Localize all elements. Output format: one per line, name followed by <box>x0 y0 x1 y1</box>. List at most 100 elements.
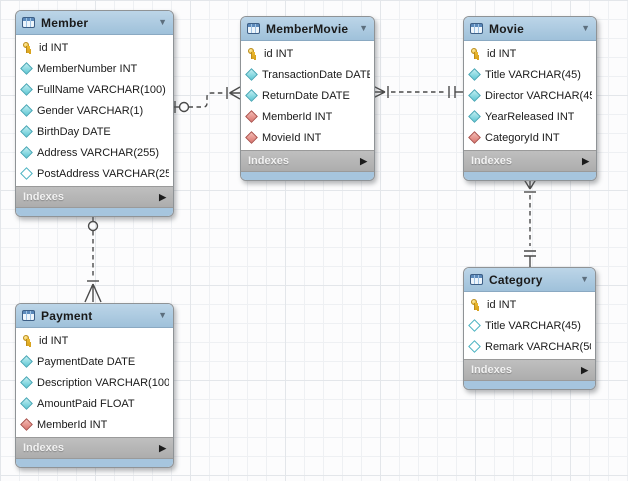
diamond-icon <box>245 89 258 102</box>
field-label: BirthDay DATE <box>37 125 111 138</box>
table-icon <box>247 23 260 34</box>
relationship-member-payment[interactable] <box>84 212 102 303</box>
indexes-label: Indexes <box>471 364 512 376</box>
table-member-header[interactable]: Member ▼ <box>16 11 173 35</box>
field-row[interactable]: CategoryId INT <box>464 127 596 148</box>
field-row[interactable]: MovieId INT <box>241 127 374 148</box>
field-label: MemberId INT <box>262 110 333 123</box>
field-row[interactable]: TransactionDate DATE <box>241 64 374 85</box>
diamond-icon <box>468 110 481 123</box>
table-title: MemberMovie <box>266 21 349 36</box>
diamond-red-icon <box>20 418 33 431</box>
table-title: Movie <box>489 21 525 36</box>
diamond-icon <box>20 104 33 117</box>
expand-arrow-icon[interactable]: ▶ <box>159 191 166 202</box>
key-icon <box>470 298 481 311</box>
field-label: PostAddress VARCHAR(255) <box>37 167 169 180</box>
field-label: MemberNumber INT <box>37 62 138 75</box>
key-icon <box>22 334 33 347</box>
field-row[interactable]: id INT <box>464 294 595 315</box>
collapse-arrow-icon[interactable]: ▼ <box>158 17 167 27</box>
field-row[interactable]: AmountPaid FLOAT <box>16 393 173 414</box>
table-icon <box>22 310 35 321</box>
field-row[interactable]: id INT <box>464 43 596 64</box>
field-row[interactable]: Remark VARCHAR(500) <box>464 336 595 357</box>
table-bottom-strip <box>464 172 596 180</box>
indexes-label: Indexes <box>23 442 64 454</box>
field-row[interactable]: Director VARCHAR(45) <box>464 85 596 106</box>
table-category-indexes[interactable]: Indexes ▶ <box>464 359 595 381</box>
diamond-icon <box>20 355 33 368</box>
key-icon <box>247 47 258 60</box>
diamond-icon <box>245 68 258 81</box>
table-member-indexes[interactable]: Indexes ▶ <box>16 186 173 208</box>
table-category-fields: id INT Title VARCHAR(45) Remark VARCHAR(… <box>464 292 595 359</box>
field-row[interactable]: Gender VARCHAR(1) <box>16 100 173 121</box>
field-label: id INT <box>264 47 294 60</box>
field-row[interactable]: FullName VARCHAR(100) <box>16 79 173 100</box>
collapse-arrow-icon[interactable]: ▼ <box>580 274 589 284</box>
field-row[interactable]: MemberNumber INT <box>16 58 173 79</box>
field-row[interactable]: ReturnDate DATE <box>241 85 374 106</box>
table-title: Payment <box>41 308 93 323</box>
table-title: Category <box>489 272 543 287</box>
diamond-icon <box>468 68 481 81</box>
field-row[interactable]: id INT <box>16 37 173 58</box>
collapse-arrow-icon[interactable]: ▼ <box>581 23 590 33</box>
collapse-arrow-icon[interactable]: ▼ <box>359 23 368 33</box>
diamond-icon <box>20 376 33 389</box>
table-icon <box>470 274 483 285</box>
diamond-outline-icon <box>468 319 481 332</box>
table-movie[interactable]: Movie ▼ id INT Title VARCHAR(45) Directo… <box>463 16 597 181</box>
table-payment-header[interactable]: Payment ▼ <box>16 304 173 328</box>
table-membermovie[interactable]: MemberMovie ▼ id INT TransactionDate DAT… <box>240 16 375 181</box>
table-membermovie-indexes[interactable]: Indexes ▶ <box>241 150 374 172</box>
field-label: YearReleased INT <box>485 110 575 123</box>
field-label: TransactionDate DATE <box>262 68 370 81</box>
diamond-outline-icon <box>468 340 481 353</box>
table-bottom-strip <box>16 459 173 467</box>
field-row[interactable]: PostAddress VARCHAR(255) <box>16 163 173 184</box>
field-label: MovieId INT <box>262 131 322 144</box>
field-label: id INT <box>39 41 69 54</box>
diamond-icon <box>20 62 33 75</box>
relationship-membermovie-movie[interactable] <box>372 85 463 99</box>
field-label: Description VARCHAR(100) <box>37 376 169 389</box>
table-bottom-strip <box>241 172 374 180</box>
field-row[interactable]: MemberId INT <box>16 414 173 435</box>
diamond-red-icon <box>245 110 258 123</box>
field-row[interactable]: id INT <box>16 330 173 351</box>
field-row[interactable]: Description VARCHAR(100) <box>16 372 173 393</box>
field-row[interactable]: PaymentDate DATE <box>16 351 173 372</box>
table-payment[interactable]: Payment ▼ id INT PaymentDate DATE Descri… <box>15 303 174 468</box>
expand-arrow-icon[interactable]: ▶ <box>159 442 166 453</box>
field-label: MemberId INT <box>37 418 108 431</box>
relationship-member-membermovie[interactable] <box>172 86 241 113</box>
field-row[interactable]: MemberId INT <box>241 106 374 127</box>
field-row[interactable]: Title VARCHAR(45) <box>464 64 596 85</box>
field-label: id INT <box>39 334 69 347</box>
relationship-movie-category[interactable] <box>521 175 539 267</box>
collapse-arrow-icon[interactable]: ▼ <box>158 310 167 320</box>
table-member[interactable]: Member ▼ id INT MemberNumber INT FullNam… <box>15 10 174 217</box>
field-row[interactable]: Address VARCHAR(255) <box>16 142 173 163</box>
expand-arrow-icon[interactable]: ▶ <box>581 364 588 375</box>
field-row[interactable]: BirthDay DATE <box>16 121 173 142</box>
field-row[interactable]: Title VARCHAR(45) <box>464 315 595 336</box>
table-member-fields: id INT MemberNumber INT FullName VARCHAR… <box>16 35 173 186</box>
table-payment-indexes[interactable]: Indexes ▶ <box>16 437 173 459</box>
table-movie-header[interactable]: Movie ▼ <box>464 17 596 41</box>
table-movie-indexes[interactable]: Indexes ▶ <box>464 150 596 172</box>
field-row[interactable]: id INT <box>241 43 374 64</box>
table-membermovie-header[interactable]: MemberMovie ▼ <box>241 17 374 41</box>
table-category-header[interactable]: Category ▼ <box>464 268 595 292</box>
field-row[interactable]: YearReleased INT <box>464 106 596 127</box>
field-label: Director VARCHAR(45) <box>485 89 592 102</box>
key-icon <box>22 41 33 54</box>
diamond-red-icon <box>245 131 258 144</box>
expand-arrow-icon[interactable]: ▶ <box>360 155 367 166</box>
expand-arrow-icon[interactable]: ▶ <box>582 155 589 166</box>
field-label: Address VARCHAR(255) <box>37 146 160 159</box>
table-category[interactable]: Category ▼ id INT Title VARCHAR(45) Rema… <box>463 267 596 390</box>
